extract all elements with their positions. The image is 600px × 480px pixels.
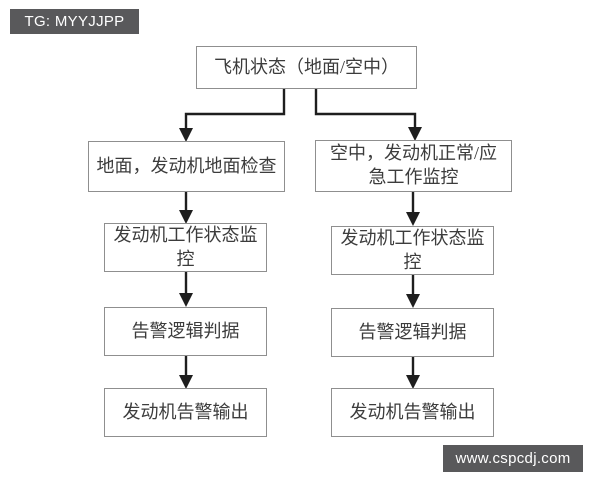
node-air-normal-emergency-monitor: 空中，发动机正常/应 急工作监控 xyxy=(315,140,512,192)
arrowhead-icon xyxy=(179,210,193,224)
node-engine-alarm-output-left: 发动机告警输出 xyxy=(104,388,267,437)
watermark-bottom-right: www.cspcdj.com xyxy=(443,445,583,472)
arrowhead-icon xyxy=(179,293,193,307)
node-alarm-logic-criteria-left: 告警逻辑判据 xyxy=(104,307,267,356)
arrowhead-icon xyxy=(406,375,420,389)
node-alarm-logic-criteria-right: 告警逻辑判据 xyxy=(331,308,494,357)
node-engine-work-status-monitor-right: 发动机工作状态监 控 xyxy=(331,226,494,275)
arrowhead-icon xyxy=(406,294,420,308)
node-aircraft-state: 飞机状态（地面/空中） xyxy=(196,46,417,89)
edge-root-to-left xyxy=(184,89,286,130)
arrowhead-icon xyxy=(179,375,193,389)
arrowhead-icon xyxy=(179,128,193,142)
arrowhead-icon xyxy=(406,212,420,226)
edge-root-to-right xyxy=(314,89,417,129)
arrowhead-icon xyxy=(408,127,422,141)
node-engine-alarm-output-right: 发动机告警输出 xyxy=(331,388,494,437)
node-ground-engine-check: 地面，发动机地面检查 xyxy=(88,141,285,192)
watermark-top-left: TG: MYYJJPP xyxy=(10,9,139,34)
node-engine-work-status-monitor-left: 发动机工作状态监 控 xyxy=(104,223,267,272)
